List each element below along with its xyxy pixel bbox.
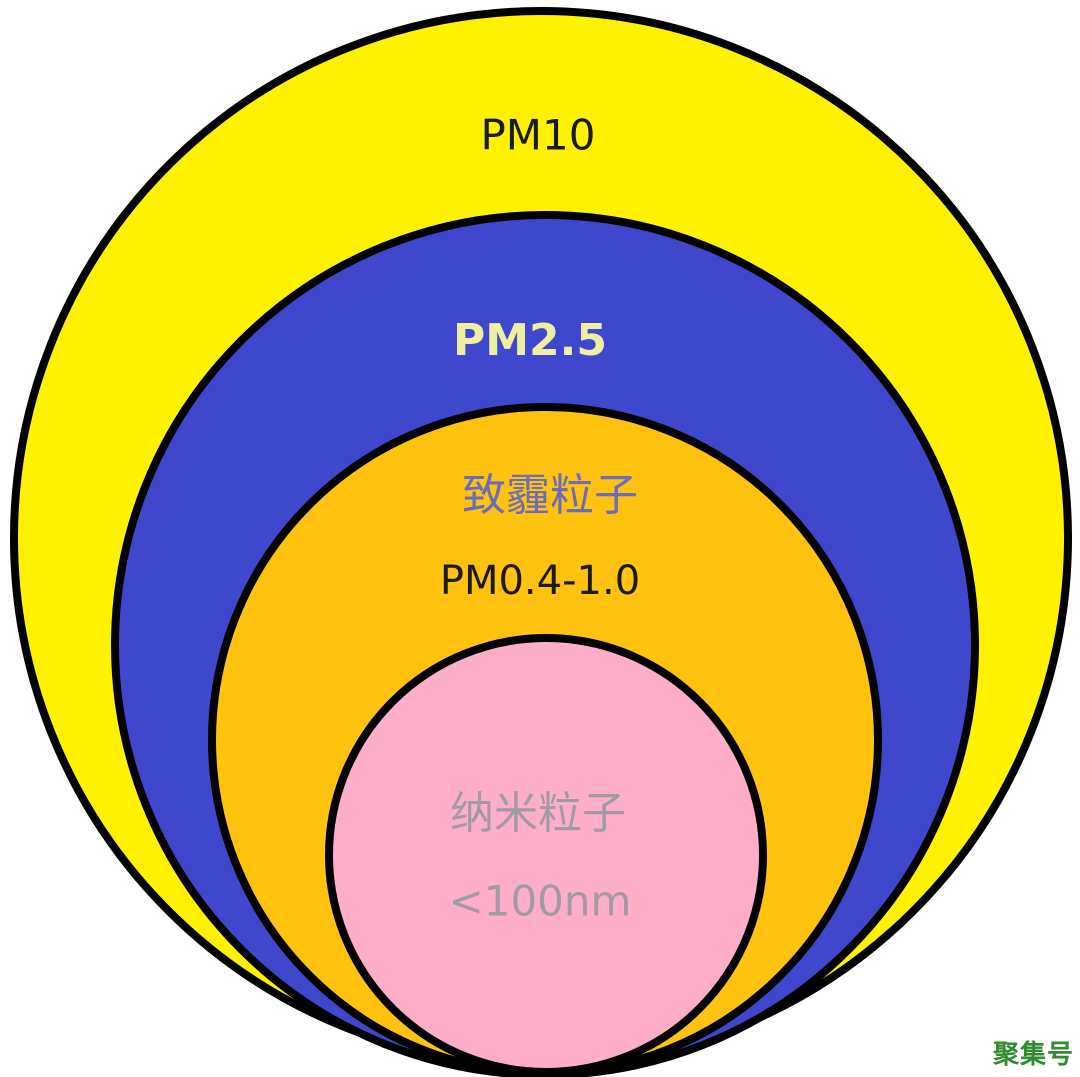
pm04-1-0-label: PM0.4-1.0 [440,558,640,604]
nano-particles-circle [325,634,767,1076]
nano-size-label: <100nm [449,877,632,926]
pm25-label: PM2.5 [453,315,607,366]
nano-particles-label: 纳米粒子 [450,788,626,839]
pm10-label: PM10 [480,111,595,160]
fine-particles-label: 致霾粒子 [462,470,638,521]
watermark-logo: 聚集号 [992,1040,1074,1070]
